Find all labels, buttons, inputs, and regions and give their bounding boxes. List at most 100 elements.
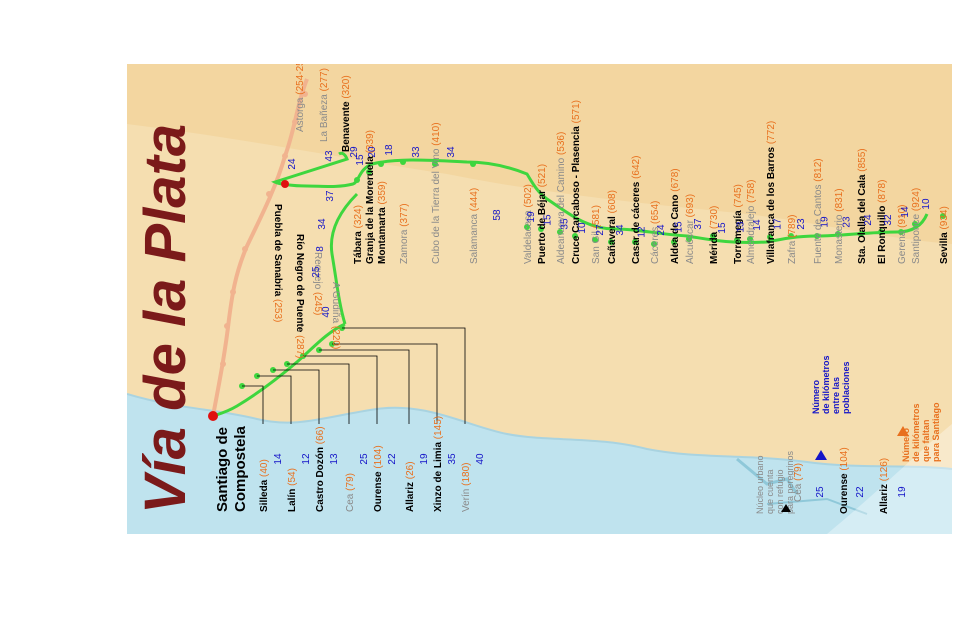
start-label-line1: Santiago de [214, 427, 231, 512]
galicia-town-label-6-name: Xinzo de Limia [433, 442, 444, 512]
route-stop-6 [814, 233, 820, 239]
white-region [827, 424, 952, 534]
town-label-1-remaining: (924) [911, 188, 922, 214]
town-label-25: Montamarta (359) [377, 181, 388, 264]
town-label-3: El Ronquillo (878) [877, 180, 888, 264]
galicia-town-label-6: Xinzo de Limia (145) [433, 416, 444, 512]
distance-label-5: 19 [820, 216, 831, 228]
town-label-27-name: Tábara [353, 231, 364, 264]
route-connector [329, 192, 359, 325]
town-label-8-remaining: (772) [766, 121, 777, 147]
upper-distance-0: 29 [349, 146, 360, 158]
town-label-17-remaining: (581) [591, 205, 602, 231]
town-label-0-name: Sevilla [939, 232, 950, 264]
legend-rem-2: de kilómetros [911, 403, 921, 462]
town-label-20: Puerto de Béjar (521) [537, 164, 548, 264]
town-label-26: Granja de la Moreruela (339) [365, 130, 376, 264]
legend-example-ourense-name: Ourense [839, 473, 850, 514]
galicia-town-label-2-remaining: (66) [315, 426, 326, 447]
town-label-14: Cáceres (654) [650, 201, 661, 264]
distance-label-22: 34 [446, 146, 457, 158]
alt-stop-5 [230, 289, 236, 295]
town-label-7-remaining: (789) [787, 215, 798, 241]
town-label-0: Sevilla (934) [939, 206, 950, 264]
distance-label-2: 32 [883, 214, 894, 226]
legend-rem-3: que faltan [921, 419, 931, 462]
route-stop-16 [608, 239, 614, 245]
leader-line-3 [287, 363, 350, 424]
galicia-town-label-4-name: Ourense [373, 471, 384, 512]
town-label-21: Valdelacasa (502) [523, 184, 534, 264]
town-label-22-remaining: (444) [469, 188, 480, 214]
route-stop-9 [747, 236, 753, 242]
town-label-17: San Gil (581) [591, 205, 602, 264]
leader-line-6 [332, 343, 438, 424]
route-stop-11 [710, 233, 716, 239]
astorga-marker [281, 180, 289, 188]
galicia-distance-5: 19 [419, 453, 430, 465]
upside-town-label-2: Requejo (245) [312, 252, 323, 315]
distance-label-10: 15 [717, 222, 728, 234]
legend-example-cea-name: Cea [793, 483, 804, 502]
route-stop-14 [651, 241, 657, 247]
upside-town-label-1: Río Negro de Puente (287) [294, 234, 305, 358]
legend-urban-marker-icon [781, 504, 791, 512]
legend-urban-4: para peregrinos [785, 450, 795, 514]
distance-label-24: 18 [384, 144, 395, 156]
alternative-route [211, 78, 309, 417]
town-label-5-name: Monasterio [834, 214, 845, 264]
town-label-11: Mérida (730) [709, 206, 720, 264]
upper-town-label-0-remaining: (320) [341, 75, 352, 101]
galicia-town-label-1-remaining: (54) [287, 468, 298, 489]
town-label-6-name: Fuente de Cantos [813, 185, 824, 265]
route-stop-0 [940, 213, 946, 219]
town-label-15: Casar de cáceres (642) [631, 156, 642, 264]
town-label-15-name: Casar de cáceres [631, 181, 642, 264]
legend-rem-1: Número [901, 427, 911, 462]
start-label-line2: Compostela [232, 425, 249, 512]
santiago-marker [208, 411, 218, 421]
alt-stop-7 [220, 361, 226, 367]
galicia-distance-0: 14 [273, 453, 284, 465]
route-stop-17 [592, 237, 598, 243]
galicia-town-label-3-remaining: (79) [345, 473, 356, 494]
alt-stop-3 [266, 191, 272, 197]
distance-label-20: 19 [526, 211, 537, 223]
route-stop-19 [557, 229, 563, 235]
town-label-9-remaining: (758) [746, 180, 757, 206]
town-label-18-remaining: (571) [571, 100, 582, 126]
distance-label-7: 17 [773, 218, 784, 230]
ria-1 [736, 457, 799, 495]
leader-line-4 [303, 355, 378, 424]
upper-town-label-1-name: La Bañeza [319, 94, 330, 142]
galicia-town-label-7: Verín (180) [461, 463, 472, 512]
alt-stop-4 [242, 246, 248, 252]
route-stop-8 [767, 234, 773, 240]
upside-town-label-1-name: Río Negro de Puente [294, 234, 305, 333]
leader-line-0 [242, 385, 264, 424]
route-stop-23 [432, 161, 438, 167]
upper-town-label-1: La Bañeza (277) [319, 68, 330, 142]
main-route [271, 151, 929, 244]
galicia-distance-4: 22 [387, 453, 398, 465]
legend-example-allariz-name: Allariz [879, 484, 890, 514]
route-stop-22 [470, 161, 476, 167]
town-label-18-name: Cruce Carcaboso - Plasencia [571, 126, 582, 264]
town-label-19-remaining: (536) [556, 132, 567, 158]
legend-km-4: poblaciones [841, 361, 851, 414]
town-label-18: Cruce Carcaboso - Plasencia (571) [571, 100, 582, 264]
town-label-23-remaining: (410) [431, 122, 442, 148]
town-label-10-name: Torremegía [733, 210, 744, 264]
town-label-9: Almendralejo (758) [746, 180, 757, 265]
legend-example-distance-3: 19 [897, 486, 908, 498]
town-label-17-name: San Gil [591, 231, 602, 264]
town-label-11-name: Mérida [709, 231, 720, 264]
distance-label-14: 12 [637, 226, 648, 238]
distance-label-0: 10 [921, 198, 932, 210]
distance-label-21: 58 [492, 209, 503, 221]
galicia-route [212, 322, 346, 418]
upper-town-label-0-name: Benavente [341, 101, 352, 152]
side-distance-1: 34 [317, 218, 328, 230]
galicia-town-label-7-name: Verín [461, 489, 472, 512]
